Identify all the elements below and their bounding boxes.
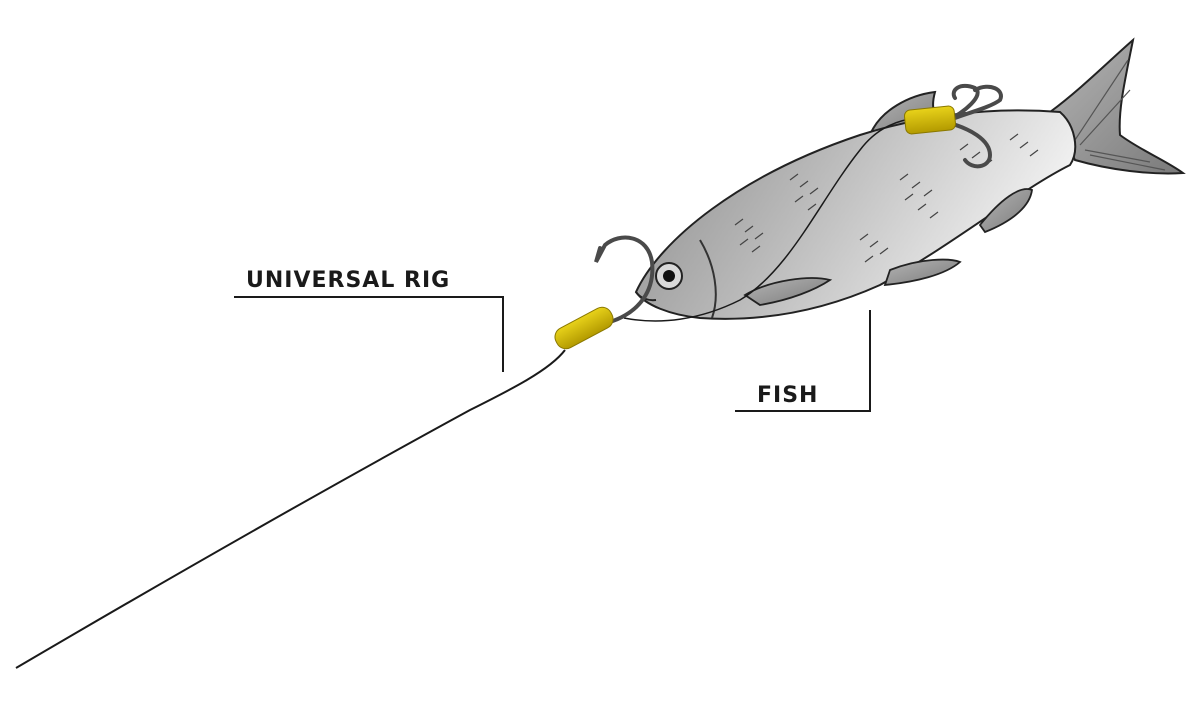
fish-leader-line xyxy=(735,310,871,412)
rubber-bead-back xyxy=(903,105,957,135)
fishing-line xyxy=(15,349,566,669)
label-fish: FISH xyxy=(757,383,819,408)
label-universal-rig: UNIVERSAL RIG xyxy=(246,268,451,293)
rubber-bead-icon xyxy=(554,306,614,350)
treble-hook-icon xyxy=(943,83,1003,169)
pectoral-fin xyxy=(743,277,833,306)
tail-fin xyxy=(1048,37,1186,175)
single-hook-icon xyxy=(594,235,655,324)
rig-leader xyxy=(623,117,919,322)
fish-eye xyxy=(655,262,683,290)
rig-leader-line xyxy=(234,296,504,372)
anal-fin xyxy=(978,188,1033,234)
pelvic-fin xyxy=(883,258,962,287)
